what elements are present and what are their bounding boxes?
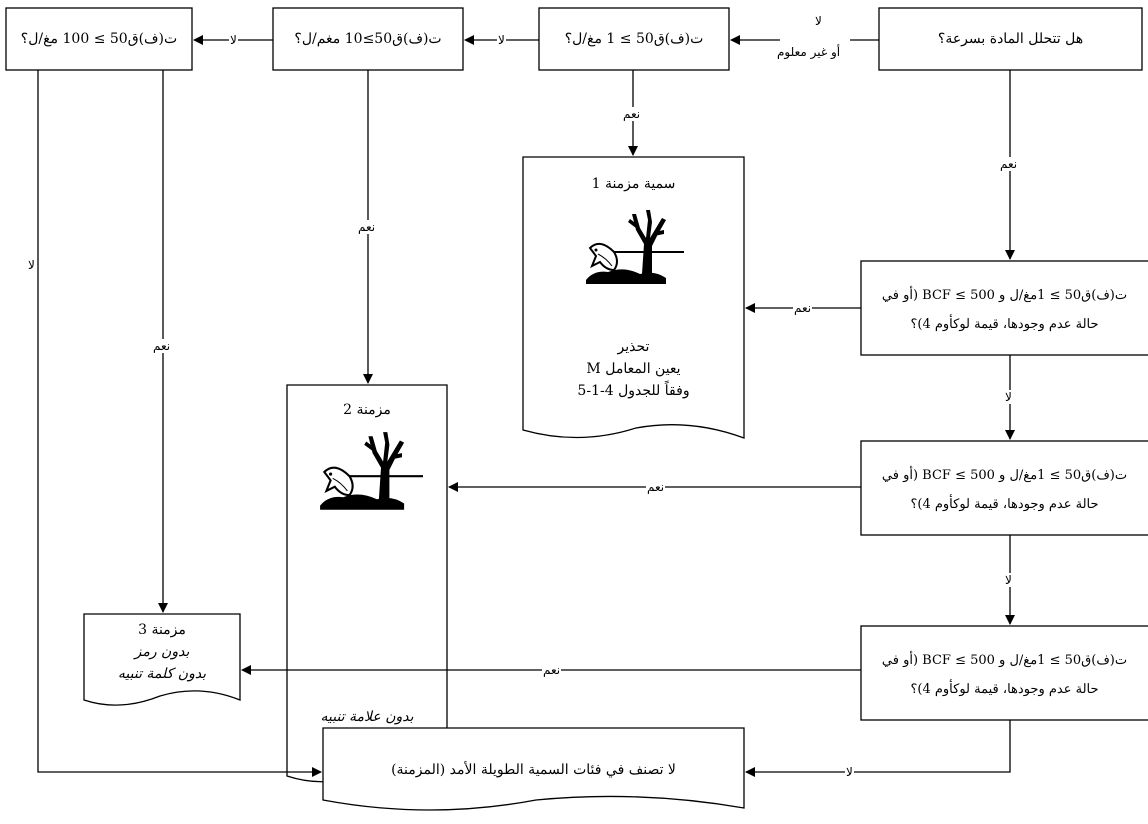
label-no-or-unknown-2: أو غير معلوم bbox=[776, 45, 842, 59]
question-lc50-1: ت(ف)ق50 ≥ 1 مغ/ل؟ bbox=[564, 31, 704, 47]
chronic-3-no-signal-word: بدون كلمة تنبيه bbox=[117, 666, 207, 682]
chronic-2-title: مزمنة 2 bbox=[343, 402, 391, 418]
label-no: لا bbox=[845, 765, 854, 779]
label-yes: نعم bbox=[999, 157, 1019, 171]
question-bcf-2-line2: حالة عدم وجودها، قيمة لوكأوم 4)؟ bbox=[910, 497, 1099, 512]
question-lc50-10: ت(ف)ق50≥10 مغم/ل؟ bbox=[294, 31, 442, 47]
chronic-1-table-ref: وفقاً للجدول 4-1-5 bbox=[577, 383, 690, 399]
question-bcf-2-line1: ت(ف)ق50 ≥ 1مغ/ل و BCF ≤ 500 (أو في bbox=[881, 468, 1128, 483]
label-no: لا bbox=[27, 258, 36, 272]
label-yes: نعم bbox=[622, 107, 642, 121]
label-yes: نعم bbox=[152, 339, 172, 353]
question-bcf-3-line1: ت(ف)ق50 ≥ 1مغ/ل و BCF ≤ 500 (أو في bbox=[881, 653, 1128, 668]
label-yes: نعم bbox=[542, 663, 562, 677]
label-no: لا bbox=[1004, 573, 1013, 587]
question-rapid-degradation: هل تتحلل المادة بسرعة؟ bbox=[937, 31, 1084, 47]
label-no: لا bbox=[229, 33, 238, 47]
label-yes: نعم bbox=[793, 301, 813, 315]
chronic-3-title: مزمنة 3 bbox=[138, 622, 186, 638]
chronic-2-note: بدون علامة تنبيه bbox=[320, 709, 414, 725]
question-bcf-1-line1: ت(ف)ق50 ≥ 1مغ/ل و BCF ≤ 500 (أو في bbox=[881, 288, 1128, 303]
label-no-or-unknown-1: لا bbox=[814, 14, 823, 28]
label-no: لا bbox=[1004, 390, 1013, 404]
label-yes: نعم bbox=[646, 480, 666, 494]
not-classified-text: لا تصنف في فئات السمية الطويلة الأمد (ال… bbox=[391, 762, 676, 778]
chronic-1-title: سمية مزمنة 1 bbox=[591, 176, 676, 192]
chronic-3-no-symbol: بدون رمز bbox=[134, 644, 190, 660]
question-lc50-100: ت(ف)ق50 ≥ 100 مغ/ل؟ bbox=[20, 31, 178, 47]
chronic-1-signal-word: تحذير bbox=[617, 339, 650, 355]
question-bcf-3-line2: حالة عدم وجودها، قيمة لوكأوم 4)؟ bbox=[910, 682, 1099, 697]
chronic-1-m-factor: يعين المعامل M bbox=[586, 361, 681, 377]
question-bcf-1-line2: حالة عدم وجودها، قيمة لوكأوم 4)؟ bbox=[910, 317, 1099, 332]
label-yes: نعم bbox=[357, 220, 377, 234]
label-no: لا bbox=[497, 33, 506, 47]
